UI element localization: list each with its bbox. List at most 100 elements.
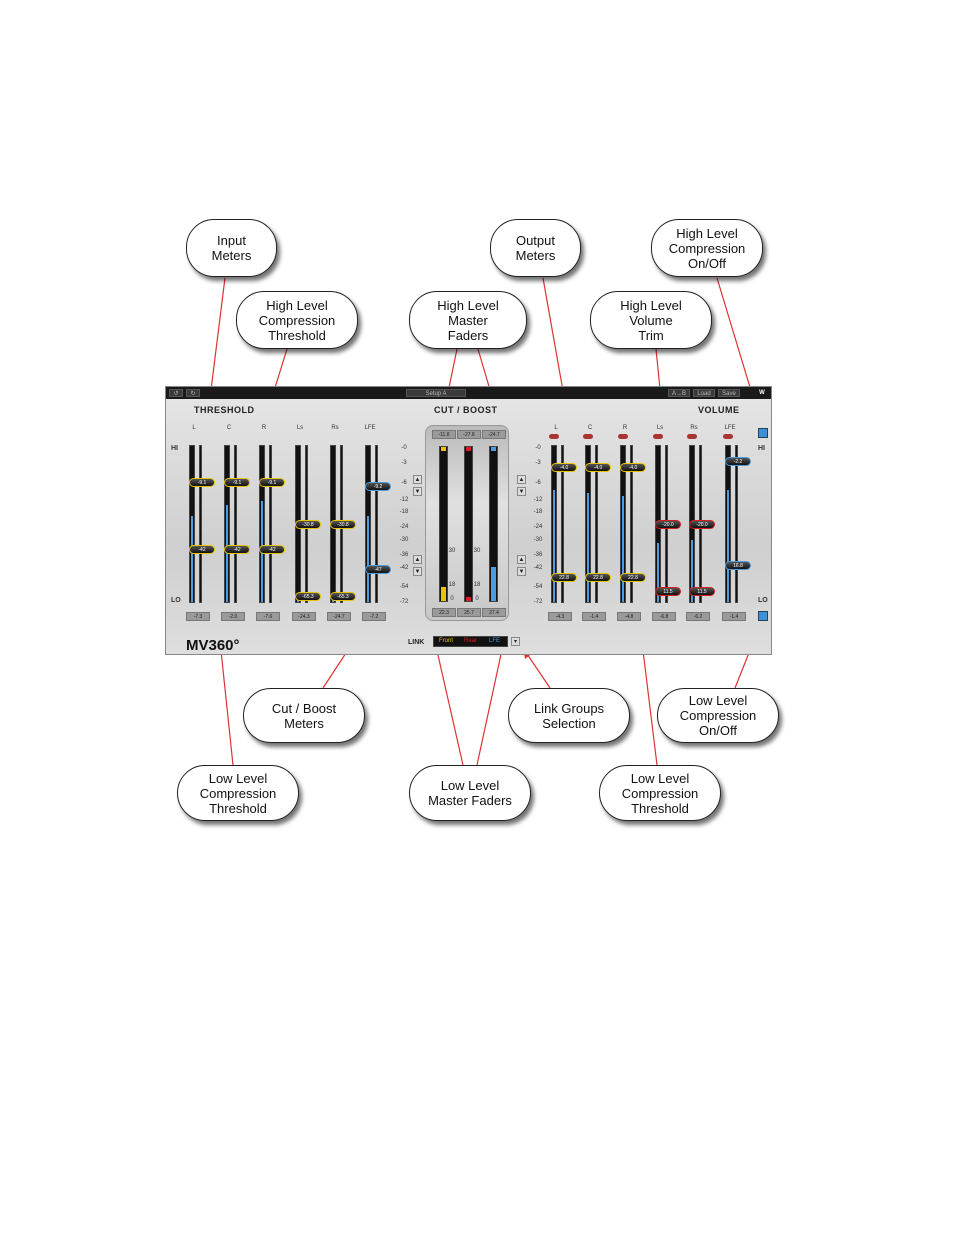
input-meter-fill — [367, 516, 369, 602]
high-level-threshold-fader[interactable]: -30.8 — [330, 520, 356, 529]
callout-low-level-compression-onoff: Low Level Compression On/Off — [657, 688, 779, 743]
link-groups-selector[interactable]: Front Rear LFE — [433, 636, 508, 647]
threshold-scale-label: -3 — [401, 460, 407, 466]
callout-high-level-compression-onoff: High Level Compression On/Off — [651, 219, 763, 277]
cut-boost-scale-label: 18 — [448, 582, 456, 588]
cut-boost-meter-front — [439, 446, 448, 602]
cut-boost-scale-label: 18 — [473, 582, 481, 588]
low-level-threshold-fader[interactable]: -65.3 — [330, 592, 356, 601]
volume-scale-label: -72 — [533, 599, 543, 605]
threshold-scale-label: -36 — [399, 552, 409, 558]
output-meter-fill — [553, 490, 555, 602]
volume-channel-label: Rs — [690, 425, 698, 431]
threshold-readout: -7.6 — [256, 612, 280, 621]
threshold-scale-label: -54 — [399, 584, 409, 590]
cut-boost-readout-top: -27.8 — [457, 430, 481, 439]
low-level-volume-trim-fader[interactable]: 11.5 — [689, 587, 715, 596]
high-level-compression-onoff-button[interactable] — [758, 428, 768, 438]
low-master-fader-left-down[interactable]: ▼ — [413, 567, 422, 576]
input-meter — [224, 445, 230, 603]
high-level-threshold-fader[interactable]: -30.8 — [295, 520, 321, 529]
high-level-volume-trim-fader[interactable]: -20.0 — [655, 520, 681, 529]
redo-button[interactable]: ↻ — [186, 389, 200, 397]
volume-channel-label: R — [622, 425, 628, 431]
high-level-threshold-fader[interactable]: -9.1 — [189, 478, 215, 487]
link-label: LINK — [408, 639, 425, 646]
volume-scale-label: -42 — [533, 565, 543, 571]
cut-boost-panel: -11.8 -27.8 -24.7 30 30 18 18 0 0 22.3 2… — [425, 425, 509, 621]
high-level-volume-trim-fader[interactable]: -2.2 — [725, 457, 751, 466]
input-meter — [189, 445, 195, 603]
save-button[interactable]: Save — [718, 389, 740, 397]
threshold-scale-label: -42 — [399, 565, 409, 571]
high-level-threshold-fader[interactable]: -9.2 — [365, 482, 391, 491]
load-button[interactable]: Load — [693, 389, 715, 397]
ab-button[interactable]: A→B — [668, 389, 690, 397]
low-level-volume-trim-fader[interactable]: 22.8 — [551, 573, 577, 582]
cut-boost-meter-rear — [464, 446, 473, 602]
callout-high-level-compression-threshold: High Level Compression Threshold — [236, 291, 358, 349]
output-clip-led — [687, 434, 697, 439]
high-master-fader-left-down[interactable]: ▼ — [413, 487, 422, 496]
high-level-volume-trim-fader[interactable]: -4.0 — [551, 463, 577, 472]
callout-low-level-master-faders: Low Level Master Faders — [409, 765, 531, 821]
threshold-scale-label: -24 — [399, 524, 409, 530]
low-level-volume-trim-fader[interactable]: 11.5 — [655, 587, 681, 596]
cut-boost-readout-bottom: 27.4 — [482, 608, 506, 617]
low-master-fader-right-up[interactable]: ▲ — [517, 555, 526, 564]
volume-channel-label: Ls — [656, 425, 664, 431]
low-level-volume-trim-fader[interactable]: 22.8 — [620, 573, 646, 582]
low-level-compression-onoff-button[interactable] — [758, 611, 768, 621]
high-master-fader-left-up[interactable]: ▲ — [413, 475, 422, 484]
setup-button[interactable]: Setup A — [406, 389, 466, 397]
low-level-threshold-fader[interactable]: -65.3 — [295, 592, 321, 601]
low-level-threshold-fader[interactable]: -42 — [224, 545, 250, 554]
cut-boost-section-title: CUT / BOOST — [434, 405, 498, 415]
low-level-threshold-fader[interactable]: -47 — [365, 565, 391, 574]
high-level-volume-trim-fader[interactable]: -4.0 — [585, 463, 611, 472]
high-level-volume-trim-fader[interactable]: -4.0 — [620, 463, 646, 472]
volume-fader-track — [735, 445, 738, 603]
link-group-lfe[interactable]: LFE — [489, 638, 501, 644]
low-level-threshold-fader[interactable]: -42 — [259, 545, 285, 554]
threshold-fader-track — [375, 445, 378, 603]
volume-scale-label: -3 — [535, 460, 541, 466]
low-master-fader-right-down[interactable]: ▼ — [517, 567, 526, 576]
output-clip-led — [618, 434, 628, 439]
cut-boost-scale-label: 0 — [475, 596, 479, 602]
threshold-fader-track — [199, 445, 202, 603]
volume-scale-label: -6 — [535, 480, 541, 486]
high-master-fader-right-up[interactable]: ▲ — [517, 475, 526, 484]
threshold-readout: -24.7 — [327, 612, 351, 621]
link-group-front[interactable]: Front — [439, 638, 454, 644]
volume-readout: -4.8 — [617, 612, 641, 621]
link-group-rear[interactable]: Rear — [464, 638, 478, 644]
low-level-volume-trim-fader[interactable]: 16.8 — [725, 561, 751, 570]
cut-boost-readout-top: -24.7 — [482, 430, 506, 439]
callout-low-level-compression-threshold-right: Low Level Compression Threshold — [599, 765, 721, 821]
volume-scale-label: -12 — [533, 497, 543, 503]
threshold-section-title: THRESHOLD — [194, 405, 255, 415]
low-master-fader-left-up[interactable]: ▲ — [413, 555, 422, 564]
high-master-fader-right-down[interactable]: ▼ — [517, 487, 526, 496]
low-level-volume-trim-fader[interactable]: 22.8 — [585, 573, 611, 582]
input-meter-fill — [191, 516, 193, 602]
output-meter-fill — [622, 496, 624, 602]
volume-scale-label: -0 — [535, 445, 541, 451]
low-level-threshold-fader[interactable]: -42 — [189, 545, 215, 554]
high-level-threshold-fader[interactable]: -9.1 — [259, 478, 285, 487]
volume-hi-label: HI — [758, 445, 765, 452]
callout-high-level-volume-trim: High Level Volume Trim — [590, 291, 712, 349]
volume-fader-track — [595, 445, 598, 603]
high-level-volume-trim-fader[interactable]: -20.0 — [689, 520, 715, 529]
undo-button[interactable]: ↺ — [169, 389, 183, 397]
high-level-threshold-fader[interactable]: -9.1 — [224, 478, 250, 487]
volume-readout: -6.2 — [686, 612, 710, 621]
threshold-hi-label: HI — [171, 445, 178, 452]
output-meter-fill — [587, 493, 589, 602]
output-clip-led — [583, 434, 593, 439]
volume-channel-label: L — [554, 425, 558, 431]
threshold-fader-track — [234, 445, 237, 603]
link-groups-dropdown-arrow[interactable]: ▾ — [511, 637, 520, 646]
mv360-plugin-window: ↺ ↻ Setup A A→B Load Save W THRESHOLD CU… — [165, 386, 772, 655]
